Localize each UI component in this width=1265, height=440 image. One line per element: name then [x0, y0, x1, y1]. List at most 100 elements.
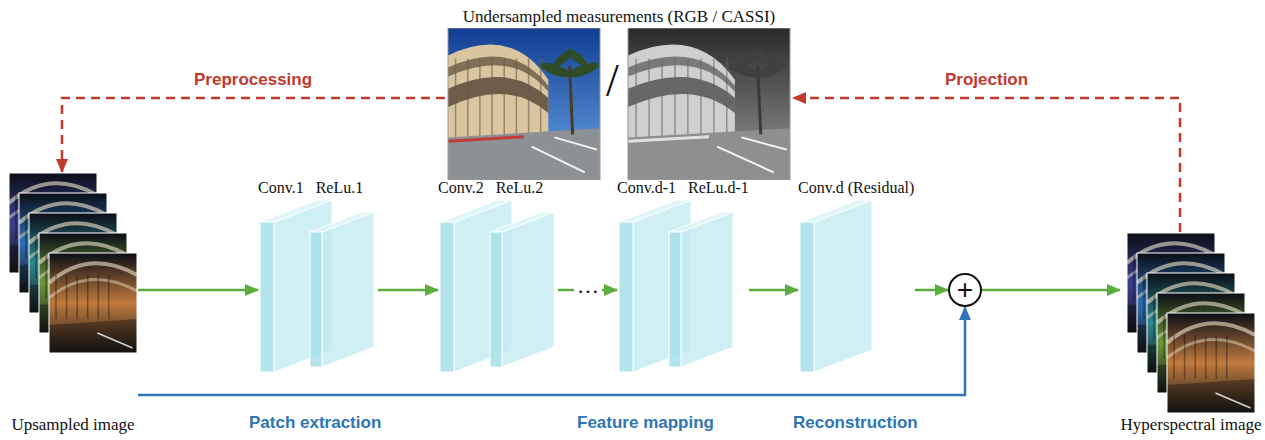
layer-label: ReLu.2 — [496, 178, 544, 198]
drawing-line — [687, 58, 689, 137]
layer-top — [669, 212, 733, 232]
measurement-photo — [448, 28, 600, 180]
drawing-line — [1205, 335, 1207, 379]
spectral-band — [1167, 313, 1255, 413]
layer-label-row: Conv.2 ReLu.2 — [438, 178, 558, 198]
drawing-g — [49, 263, 137, 353]
conv-layer: Conv.1ReLu.1 — [258, 178, 378, 374]
layer-front — [440, 222, 454, 372]
stage-label: Feature mapping — [577, 412, 714, 434]
layer-top — [260, 200, 332, 222]
drawing-line — [528, 58, 530, 137]
layer-top — [440, 200, 512, 222]
drawing-line — [1173, 335, 1175, 379]
drawing-line — [87, 275, 89, 319]
spectral-band — [49, 253, 137, 353]
layer-front — [310, 232, 322, 367]
drawing-line — [1226, 335, 1228, 379]
drawing-rect — [49, 253, 137, 353]
layer-side — [681, 212, 733, 367]
layer-label: Conv.d-1 — [617, 178, 676, 198]
drawing-rect — [628, 28, 790, 180]
drawing-line — [516, 58, 518, 137]
drawing-path — [448, 57, 548, 92]
drawing-line — [713, 58, 715, 137]
conv-layer: Conv.2 ReLu.2 — [438, 178, 558, 374]
stack-caption: Hyperspectral image — [1120, 414, 1262, 436]
drawing-path — [628, 128, 790, 180]
drawing-rect — [49, 253, 137, 353]
layer-front — [669, 232, 681, 367]
layer-side — [502, 212, 554, 367]
layer-side — [814, 200, 872, 372]
measurement-title: Undersampled measurements (RGB / CASSI) — [445, 6, 793, 28]
drawing-path — [448, 128, 600, 180]
layer-top — [310, 212, 374, 232]
sum-sign: + — [957, 276, 973, 304]
flow-arrow — [915, 289, 948, 292]
drawing-g — [1167, 323, 1255, 413]
layer-label: Conv.1 — [258, 178, 304, 198]
edge-label: Preprocessing — [194, 68, 312, 92]
drawing-path — [532, 137, 597, 172]
flow-arrow — [982, 289, 1120, 292]
drawing-path — [448, 77, 548, 113]
layer-label-row: Conv.d-1ReLu.d-1 — [617, 178, 749, 198]
layer-slab — [798, 198, 878, 374]
layer-slab — [258, 198, 378, 374]
drawing-path — [1167, 340, 1255, 358]
layer-label: Conv.d (Residual) — [798, 178, 914, 198]
layer-label-row: Conv.1ReLu.1 — [258, 178, 378, 198]
drawing-line — [1143, 275, 1145, 319]
drawing-line — [1216, 335, 1218, 379]
drawing-line — [76, 275, 78, 319]
drawing-line — [1153, 295, 1155, 339]
drawing-path — [448, 137, 524, 142]
drawing-rect — [1167, 313, 1255, 413]
edge-label: … — [574, 274, 602, 298]
drawing-path — [49, 319, 137, 353]
drawing-line — [55, 275, 57, 319]
sum-node: + — [948, 273, 982, 307]
drawing-ellipse — [565, 47, 590, 70]
layer-label: Conv.2 — [438, 178, 484, 198]
layer-front — [800, 222, 814, 372]
drawing-path — [97, 333, 132, 348]
layer-front — [619, 222, 633, 372]
drawing-line — [98, 275, 100, 319]
drawing-line — [635, 58, 637, 137]
drawing-line — [661, 58, 663, 137]
stage-label: Reconstruction — [793, 412, 918, 434]
drawing-path — [628, 57, 735, 92]
drawing-path — [628, 77, 735, 113]
layer-label-row: Conv.d (Residual) — [798, 178, 915, 198]
stage-label: Patch extraction — [249, 412, 381, 434]
spectral-stack — [8, 172, 138, 354]
drawing-line — [108, 275, 110, 319]
drawing-line — [1133, 255, 1135, 299]
layer-slab — [617, 198, 737, 374]
drawing-path — [628, 137, 709, 142]
drawing-line — [491, 58, 493, 137]
drawing-rect — [1167, 313, 1255, 413]
flow-arrow — [138, 289, 258, 292]
drawing-line — [1194, 335, 1196, 379]
measurement-photos — [445, 28, 793, 180]
drawing-path — [49, 280, 137, 298]
drawing-line — [35, 235, 37, 279]
drawing-rect — [628, 28, 790, 180]
drawing-line — [540, 58, 542, 137]
layer-top — [619, 200, 691, 222]
drawing-line — [66, 275, 68, 319]
flow-arrow — [749, 289, 798, 292]
separator-slash: / — [606, 56, 619, 106]
drawing-rect — [448, 28, 600, 180]
spectral-stack — [1126, 232, 1256, 414]
layer-front — [260, 222, 274, 372]
measurement-group: Undersampled measurements (RGB / CASSI) — [445, 6, 793, 180]
conv-layer: Conv.d-1ReLu.d-1 — [617, 178, 749, 374]
flow-arrow — [378, 289, 438, 292]
image-stack: Upsampled image — [8, 172, 138, 436]
drawing-path — [448, 45, 548, 141]
